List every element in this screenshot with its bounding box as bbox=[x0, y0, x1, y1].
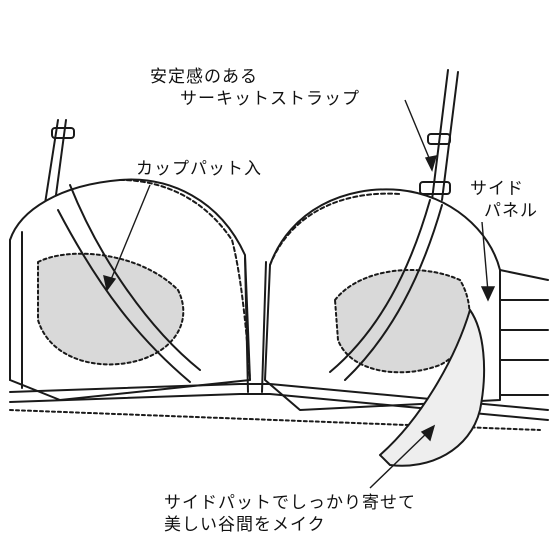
right-cup-pad bbox=[334, 268, 471, 374]
side-pad-label: サイドパットでしっかり寄せて 美しい谷間をメイク bbox=[164, 492, 416, 536]
strap-label-line1: 安定感のある bbox=[150, 67, 258, 87]
right-strap bbox=[419, 69, 459, 201]
right-cup-lace bbox=[269, 192, 401, 266]
side-pad-label-line1: サイドパットでしっかり寄せて bbox=[164, 493, 416, 513]
underband bbox=[9, 383, 549, 421]
strap-arrow-icon bbox=[424, 155, 437, 172]
strap-label-line2: サーキットストラップ bbox=[180, 89, 360, 109]
cup-pad-label-text: カップパット入 bbox=[136, 159, 262, 179]
side-pad bbox=[379, 309, 486, 467]
left-side-band bbox=[9, 231, 23, 389]
side-panel-arrow-icon bbox=[480, 286, 496, 302]
side-pad-arrow-icon bbox=[420, 424, 436, 442]
side-panel-label-line1: サイド bbox=[470, 179, 524, 199]
strap-label: 安定感のある サーキットストラップ bbox=[150, 66, 360, 110]
side-pad-label-line2: 美しい谷間をメイク bbox=[164, 515, 326, 535]
side-panel-label: サイド パネル bbox=[470, 178, 538, 222]
side-pad-leader bbox=[369, 429, 431, 489]
center-gore bbox=[244, 257, 267, 393]
cup-pad-leader bbox=[109, 184, 151, 283]
left-cup-pad bbox=[37, 252, 185, 366]
side-panel-leader bbox=[481, 221, 489, 293]
right-side-panel bbox=[499, 269, 549, 396]
side-panel-label-line2: パネル bbox=[484, 201, 538, 221]
cup-pad-arrow-icon bbox=[103, 275, 117, 292]
cup-pad-label: カップパット入 bbox=[136, 158, 262, 180]
strap-leader bbox=[404, 99, 433, 166]
